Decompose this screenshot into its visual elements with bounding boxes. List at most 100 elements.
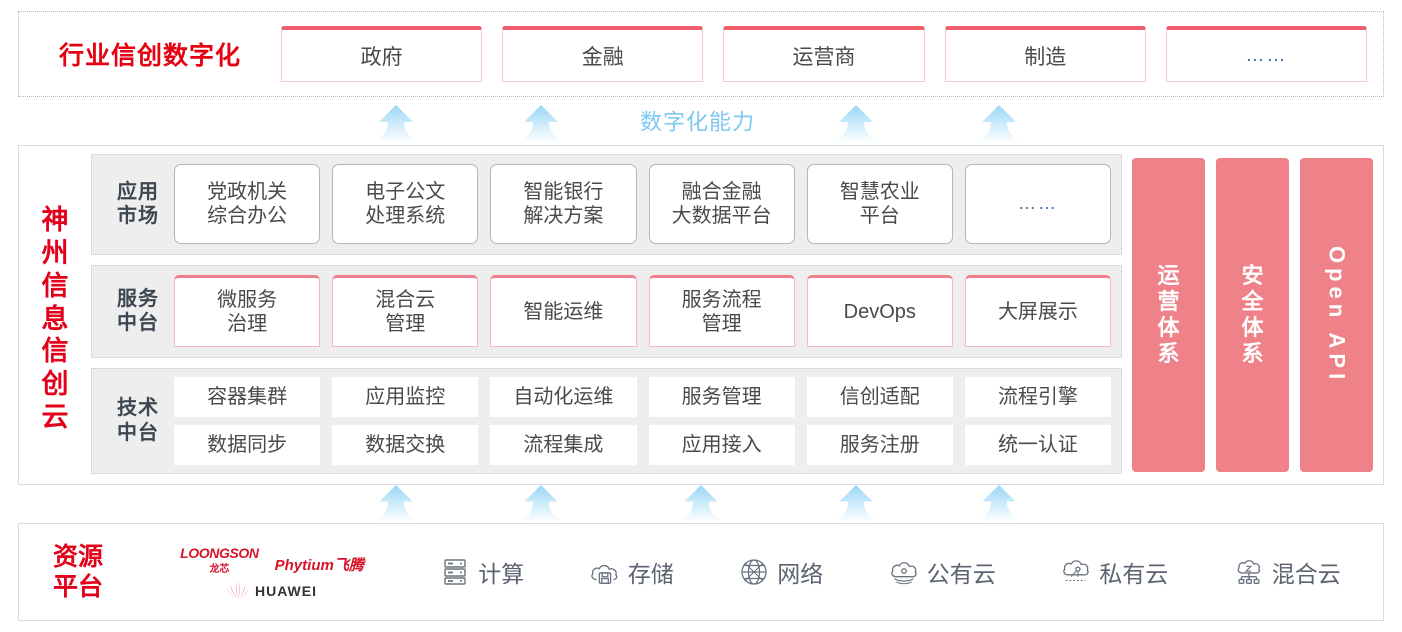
resource-item-label: 公有云	[926, 561, 996, 587]
platform-title-char: 信	[41, 336, 69, 367]
up-arrow-icon	[976, 485, 1022, 522]
loongson-logo: LOONGSON 龙芯	[180, 544, 259, 575]
resource-item-hybrid-cloud[interactable]: 混合云	[1233, 555, 1341, 589]
resource-arrow-band	[0, 485, 1402, 522]
industry-card-finance[interactable]: 金融	[502, 26, 704, 82]
service-cell-devops[interactable]: DevOps	[806, 275, 953, 348]
pillar-operations-system[interactable]: 运 营 体 系	[1132, 158, 1205, 472]
app-market-cells: 党政机关 综合办公 电子公文 处理系统 智能银行	[174, 164, 1112, 245]
resource-item-compute[interactable]: 计算	[439, 555, 524, 589]
platform-title-vertical: 神 州 信 息 信 创 云	[19, 146, 91, 484]
hybrid-cloud-icon	[1237, 560, 1260, 584]
capability-arrow-band: 数字化能力	[0, 99, 1402, 143]
service-platform-cells: 微服务 治理 混合云 管理 智能运维	[174, 275, 1112, 348]
cloud-storage-icon	[591, 564, 618, 584]
resource-item-public-cloud[interactable]: 公有云	[888, 555, 996, 589]
industry-band-title: 行业信创数字化	[58, 42, 241, 70]
tech-cell-process-integration[interactable]: 流程集成	[490, 424, 637, 465]
tech-cell-app-access[interactable]: 应用接入	[648, 424, 795, 465]
industry-card-label: 制造	[1024, 45, 1067, 69]
private-cloud-icon	[1063, 560, 1089, 581]
up-arrow-icon	[833, 105, 879, 143]
resource-panel-title: 资源 平台	[52, 543, 103, 601]
up-arrow-icon	[373, 485, 419, 522]
platform-title-char: 创	[41, 369, 69, 400]
tech-cell-service-registry[interactable]: 服务注册	[806, 424, 953, 465]
public-cloud-icon	[890, 562, 917, 585]
pillar-security-system[interactable]: 安 全 体 系	[1216, 158, 1289, 472]
platform-title-char: 神	[41, 204, 69, 235]
app-cell-edoc-system[interactable]: 电子公文 处理系统	[332, 164, 479, 245]
tech-cell-unified-auth[interactable]: 统一认证	[964, 424, 1112, 465]
industry-card-more[interactable]: ……	[1165, 26, 1368, 82]
vendor-logo-row-1: LOONGSON 龙芯 Phytium飞腾	[180, 545, 364, 575]
network-icon	[741, 559, 767, 585]
tech-cell-app-monitoring[interactable]: 应用监控	[332, 376, 479, 417]
up-arrow-icon	[518, 105, 564, 143]
server-icon	[444, 559, 466, 585]
platform-title-char: 州	[41, 237, 69, 268]
service-cell-smart-ops[interactable]: 智能运维	[490, 275, 637, 348]
resource-item-label: 计算	[478, 561, 525, 587]
industry-card-list: 政府 金融 运营商 制造 ……	[281, 26, 1383, 82]
tech-cell-automated-ops[interactable]: 自动化运维	[490, 376, 637, 417]
industry-card-government[interactable]: 政府	[281, 26, 483, 82]
app-cell-smart-bank[interactable]: 智能银行 解决方案	[490, 164, 637, 245]
industry-card-label: 政府	[360, 45, 403, 69]
resource-item-list: 计算 存储 网络	[407, 555, 1383, 589]
tech-cell-container-cluster[interactable]: 容器集群	[174, 376, 321, 417]
tech-cell-data-exchange[interactable]: 数据交换	[332, 424, 479, 465]
tier-row-service-platform: 服务 中台 微服务 治理 混合云 管	[91, 264, 1122, 358]
resource-item-label: 存储	[627, 561, 674, 587]
industry-card-operator[interactable]: 运营商	[723, 26, 925, 82]
service-cell-hybrid-cloud-mgmt[interactable]: 混合云 管理	[332, 275, 479, 348]
industry-card-manufacturing[interactable]: 制造	[944, 26, 1146, 82]
service-cell-microservice-governance[interactable]: 微服务 治理	[174, 275, 321, 348]
pillar-open-api[interactable]: Open API	[1300, 158, 1373, 472]
tier-label-tech-platform: 技术 中台	[117, 397, 159, 444]
platform-title-char: 云	[41, 402, 69, 433]
industry-card-label: 金融	[581, 45, 624, 69]
app-cell-finance-bigdata[interactable]: 融合金融 大数据平台	[648, 164, 795, 245]
up-arrow-icon	[373, 105, 419, 143]
resource-item-network[interactable]: 网络	[738, 555, 823, 589]
tier-label-app-market: 应用 市场	[117, 180, 159, 228]
platform-body: 应用 市场 党政机关 综合办公 电子公文	[91, 146, 1383, 484]
up-arrow-icon	[678, 485, 724, 522]
resource-item-storage[interactable]: 存储	[589, 555, 674, 589]
tech-cell-row-1: 容器集群 应用监控 自动化运维 服务管理 信创适配 流程引擎	[174, 376, 1112, 417]
tier-row-app-market: 应用 市场 党政机关 综合办公 电子公文	[91, 154, 1122, 255]
tier-rows: 应用 市场 党政机关 综合办公 电子公文	[91, 154, 1122, 474]
industry-card-label: ……	[1245, 44, 1288, 66]
vendor-logo-group: LOONGSON 龙芯 Phytium飞腾	[137, 545, 407, 600]
service-cell-dashboard[interactable]: 大屏展示	[964, 275, 1112, 348]
resource-item-label: 私有云	[1099, 561, 1169, 587]
resource-panel: 资源 平台 LOONGSON 龙芯 Phytium飞腾	[18, 523, 1384, 621]
app-cell-smart-agriculture[interactable]: 智慧农业 平台	[806, 164, 953, 245]
tech-cell-service-mgmt[interactable]: 服务管理	[648, 376, 795, 417]
tech-platform-cells: 容器集群 应用监控 自动化运维 服务管理 信创适配 流程引擎 数据同步 数据交换…	[174, 376, 1112, 465]
app-cell-gov-office[interactable]: 党政机关 综合办公	[174, 164, 321, 245]
tech-cell-process-engine[interactable]: 流程引擎	[964, 376, 1112, 417]
capability-label: 数字化能力	[640, 109, 756, 135]
platform-title-char: 信	[41, 270, 69, 301]
up-arrow-icon	[833, 485, 879, 522]
phytium-logo: Phytium飞腾	[274, 556, 364, 574]
up-arrow-icon	[518, 485, 564, 522]
app-cell-more[interactable]: ……	[964, 164, 1112, 245]
service-cell-process-mgmt[interactable]: 服务流程 管理	[648, 275, 795, 348]
pillar-open-api-label: Open API	[1324, 245, 1350, 385]
industry-band: 行业信创数字化 政府 金融 运营商 制造 ……	[18, 11, 1384, 97]
huawei-logo: HUAWEI	[227, 581, 317, 600]
resource-item-label: 网络	[777, 561, 824, 587]
platform-panel: 神 州 信 息 信 创 云 应用 市场 党政机关	[18, 145, 1384, 485]
tech-cell-data-sync[interactable]: 数据同步	[174, 424, 321, 465]
resource-item-private-cloud[interactable]: 私有云	[1060, 555, 1168, 589]
tier-label-service-platform: 服务 中台	[117, 287, 159, 335]
platform-pillars: 运 营 体 系 安 全 体 系 Open API	[1132, 154, 1373, 474]
tech-cell-xinchuang-adapt[interactable]: 信创适配	[806, 376, 953, 417]
industry-card-label: 运营商	[792, 45, 856, 69]
tech-cell-row-2: 数据同步 数据交换 流程集成 应用接入 服务注册 统一认证	[174, 424, 1112, 465]
tier-row-tech-platform: 技术 中台 容器集群 应用监控 自动化运维 服务管理 信创适配 流程引擎	[91, 367, 1122, 474]
